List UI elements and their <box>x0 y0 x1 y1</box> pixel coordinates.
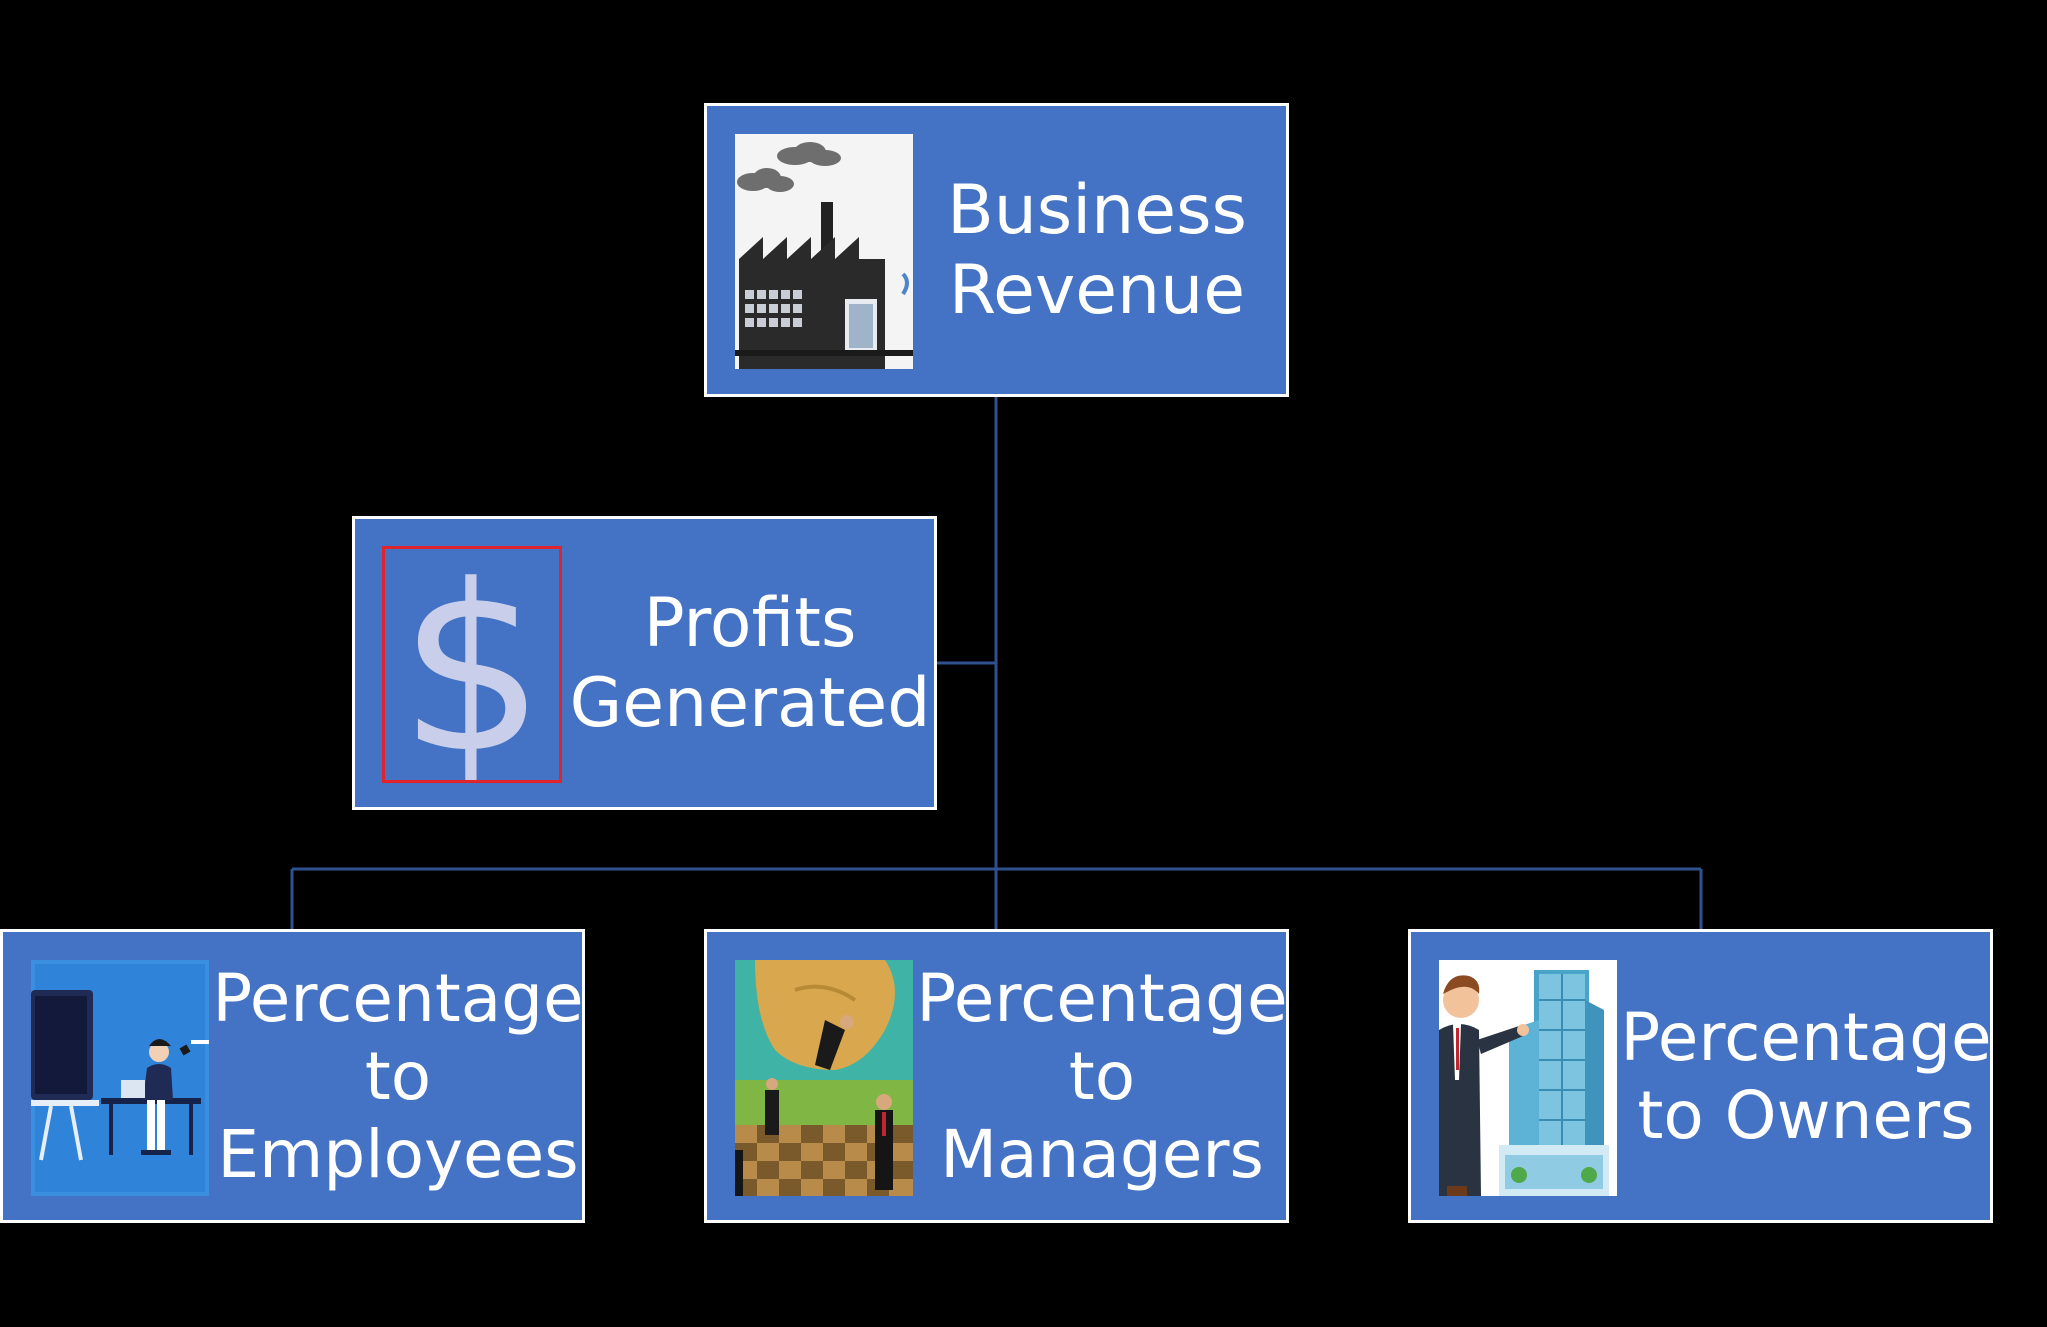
label-line: Managers <box>940 1115 1264 1193</box>
office-worker-illustration <box>31 960 209 1196</box>
label-line: Percentage <box>916 960 1288 1038</box>
svg-text:$: $ <box>399 549 545 780</box>
node-percentage-to-employees[interactable]: Percentage to Employees <box>0 929 585 1223</box>
node-label: Percentage to Owners <box>1620 942 1992 1212</box>
label-line: to <box>364 1038 432 1116</box>
label-line: to Owners <box>1637 1077 1975 1154</box>
label-line: to <box>1068 1038 1136 1116</box>
node-percentage-to-owners[interactable]: Percentage to Owners <box>1408 929 1993 1223</box>
label-line: Percentage <box>1620 999 1992 1077</box>
managers-chessboard-illustration <box>735 960 913 1196</box>
label-line: Profits <box>643 583 857 663</box>
node-percentage-to-managers[interactable]: Percentage to Managers <box>704 929 1289 1223</box>
label-line: Percentage <box>212 960 584 1038</box>
node-label: Business Revenue <box>927 126 1267 376</box>
node-business-revenue[interactable]: Business Revenue <box>704 103 1289 397</box>
dollar-sign-icon: $ <box>382 546 562 783</box>
node-profits-generated[interactable]: $ Profits Generated <box>352 516 937 810</box>
label-line: Employees <box>217 1115 579 1193</box>
factory-icon <box>735 134 913 369</box>
label-line: Generated <box>569 664 931 743</box>
label-line: Revenue <box>948 251 1246 330</box>
label-line: Business <box>947 170 1247 250</box>
node-label: Profits Generated <box>565 539 935 789</box>
node-label: Percentage to Managers <box>916 942 1288 1212</box>
node-label: Percentage to Employees <box>212 942 584 1212</box>
owner-skyscraper-illustration <box>1439 960 1617 1196</box>
